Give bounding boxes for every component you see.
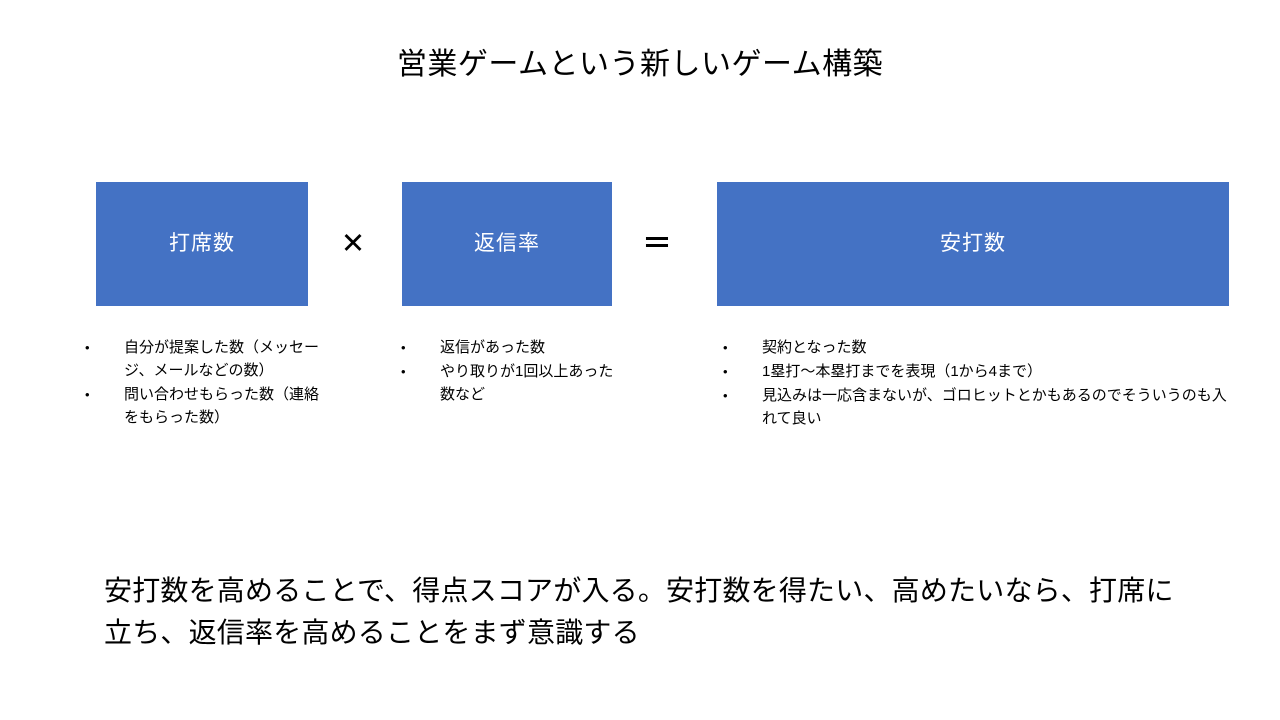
metric-box-reply-rate[interactable]: 返信率 xyxy=(402,182,612,306)
list-item: 見込みは一応含まないが、ゴロヒットとかもあるのでそういうのも入れて良い xyxy=(716,384,1236,430)
metric-box-hits-label: 安打数 xyxy=(940,232,1006,255)
equals-operator-icon: ＝ xyxy=(642,227,672,260)
list-item: 契約となった数 xyxy=(716,336,1236,359)
metric-box-at-bats-label: 打席数 xyxy=(169,232,235,255)
summary-text: 安打数を高めることで、得点スコアが入る。安打数を得たい、高めたいなら、打席に立ち… xyxy=(104,575,1174,648)
bullet-list-reply-rate: 返信があった数 やり取りが1回以上あった数など xyxy=(394,336,624,407)
list-item: 1塁打〜本塁打までを表現（1から4まで） xyxy=(716,360,1236,383)
bullet-list-at-bats: 自分が提案した数（メッセージ、メールなどの数） 問い合わせもらった数（連絡をもら… xyxy=(78,336,328,430)
page-title: 営業ゲームという新しいゲーム構築 xyxy=(396,48,884,81)
multiply-operator-icon: ✕ xyxy=(340,227,366,260)
metric-box-hits[interactable]: 安打数 xyxy=(717,182,1229,306)
list-item: 返信があった数 xyxy=(394,336,624,359)
list-item: 自分が提案した数（メッセージ、メールなどの数） xyxy=(78,336,328,382)
list-item: 問い合わせもらった数（連絡をもらった数） xyxy=(78,383,328,429)
formula-row: 打席数 ✕ 返信率 ＝ 安打数 xyxy=(0,182,1280,306)
metric-box-reply-rate-label: 返信率 xyxy=(474,232,540,255)
list-item: やり取りが1回以上あった数など xyxy=(394,360,624,406)
bullet-list-hits: 契約となった数 1塁打〜本塁打までを表現（1から4まで） 見込みは一応含まないが… xyxy=(716,336,1236,431)
metric-box-at-bats[interactable]: 打席数 xyxy=(96,182,308,306)
